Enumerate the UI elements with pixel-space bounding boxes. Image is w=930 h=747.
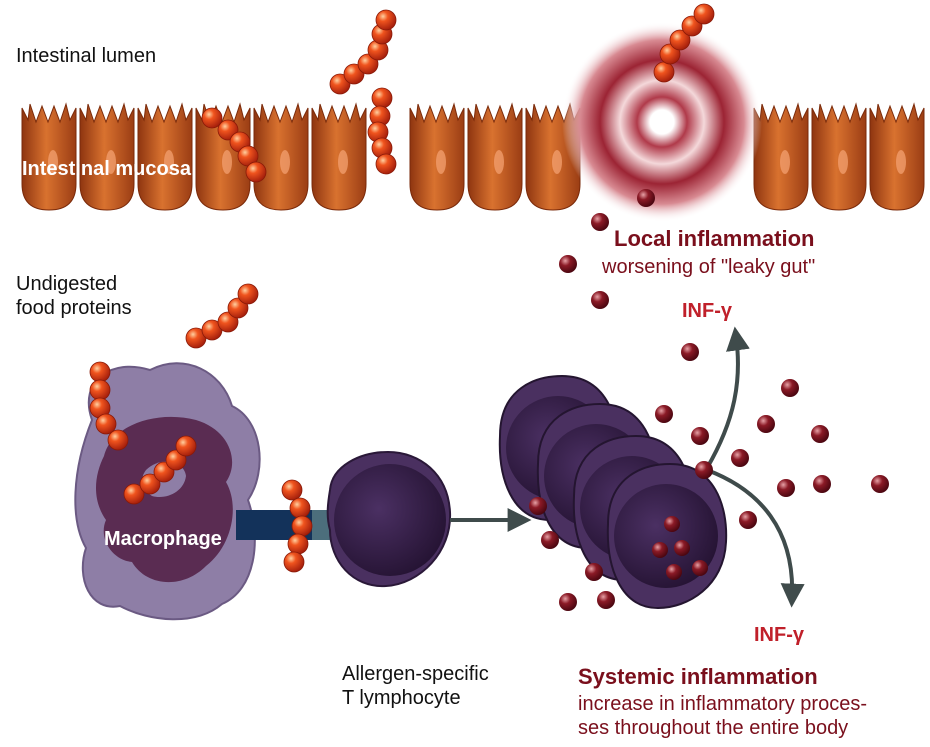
cytokine-dot — [559, 593, 577, 611]
cytokine-dot — [757, 415, 775, 433]
text-systemic-line2: ses throughout the entire body — [578, 717, 849, 739]
label-inf-gamma-bottom: INF-γ — [754, 624, 804, 646]
protein-chain — [329, 9, 397, 95]
label-t-lymphocyte: T lymphocyte — [342, 687, 461, 709]
label-allergen-specific: Allergen-specific — [342, 663, 489, 685]
cytokine-particles — [529, 189, 889, 611]
label-undigested: Undigested — [16, 273, 118, 295]
cytokine-dot — [781, 379, 799, 397]
label-macrophage: Macrophage — [104, 528, 222, 550]
protein-chain — [185, 283, 259, 349]
cytokine-dot — [655, 405, 673, 423]
t-cell-clone — [606, 462, 728, 610]
villus — [869, 102, 925, 211]
heading-systemic-inflammation: Systemic inflammation — [578, 664, 818, 689]
cytokine-dot — [597, 591, 615, 609]
t-lymphocyte-cell — [326, 450, 452, 588]
cytokine-dot — [591, 213, 609, 231]
protein-chain — [281, 479, 313, 573]
villus — [467, 102, 523, 211]
food-protein-chains — [89, 3, 715, 573]
macrophage-cell — [74, 362, 261, 621]
cytokine-dot — [695, 461, 713, 479]
cytokine-dot — [559, 255, 577, 273]
cytokine-dot — [681, 343, 699, 361]
cytokine-dot — [811, 425, 829, 443]
label-intestinal-lumen: Intestinal lumen — [16, 45, 157, 67]
villus — [21, 102, 77, 211]
protein-chain — [201, 107, 267, 183]
heading-local-inflammation: Local inflammation — [614, 226, 815, 251]
text-leaky-gut: worsening of "leaky gut" — [602, 256, 816, 278]
cytokine-dot — [585, 563, 603, 581]
cytokine-dot — [541, 531, 559, 549]
villus — [253, 102, 309, 211]
cytokine-dot — [871, 475, 889, 493]
villus — [311, 102, 367, 211]
cytokine-dot — [529, 497, 547, 515]
cytokine-dot — [731, 449, 749, 467]
protein-chain — [123, 435, 197, 505]
cytokine-dot — [637, 189, 655, 207]
villus — [811, 102, 867, 211]
label-inf-gamma-top: INF-γ — [682, 300, 732, 322]
villus — [79, 102, 135, 211]
arrow-to-systemic — [706, 468, 805, 608]
protein-chain — [653, 3, 715, 83]
intestinal-mucosa — [21, 102, 925, 211]
cytokine-dot — [691, 427, 709, 445]
label-food-proteins: food proteins — [16, 297, 132, 319]
activated-t-cell-clones — [498, 374, 728, 610]
text-systemic-line1: increase in inflammatory proces- — [578, 693, 867, 715]
cytokine-dot — [739, 511, 757, 529]
villus — [137, 102, 193, 211]
villus — [753, 102, 809, 211]
cytokine-dot — [777, 479, 795, 497]
inflammation-glow — [562, 22, 762, 222]
villus — [409, 102, 465, 211]
protein-chain — [367, 87, 397, 175]
label-intestinal-mucosa: Intestinal mucosa — [22, 158, 191, 180]
protein-chain — [89, 361, 129, 451]
cytokine-dot — [591, 291, 609, 309]
cytokine-dot — [813, 475, 831, 493]
arrow-to-local — [705, 326, 750, 470]
